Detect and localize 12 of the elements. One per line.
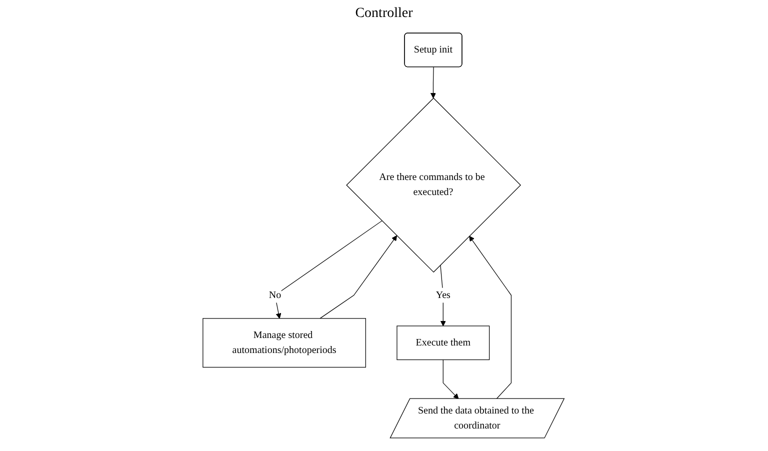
diagram-title: Controller	[354, 5, 414, 23]
edge-label: Yes	[436, 290, 451, 300]
edge-label: No	[269, 290, 282, 300]
arrow	[440, 264, 446, 326]
node-diamond: Are there commands to be executed?	[346, 98, 522, 273]
arrow	[275, 220, 383, 319]
node-box: Execute them	[397, 326, 490, 360]
arrow	[430, 66, 436, 98]
arrow	[320, 235, 398, 319]
arrow	[470, 236, 512, 400]
arrow	[443, 359, 460, 400]
node-box: Manage stored automations/photoperiods	[203, 318, 366, 368]
